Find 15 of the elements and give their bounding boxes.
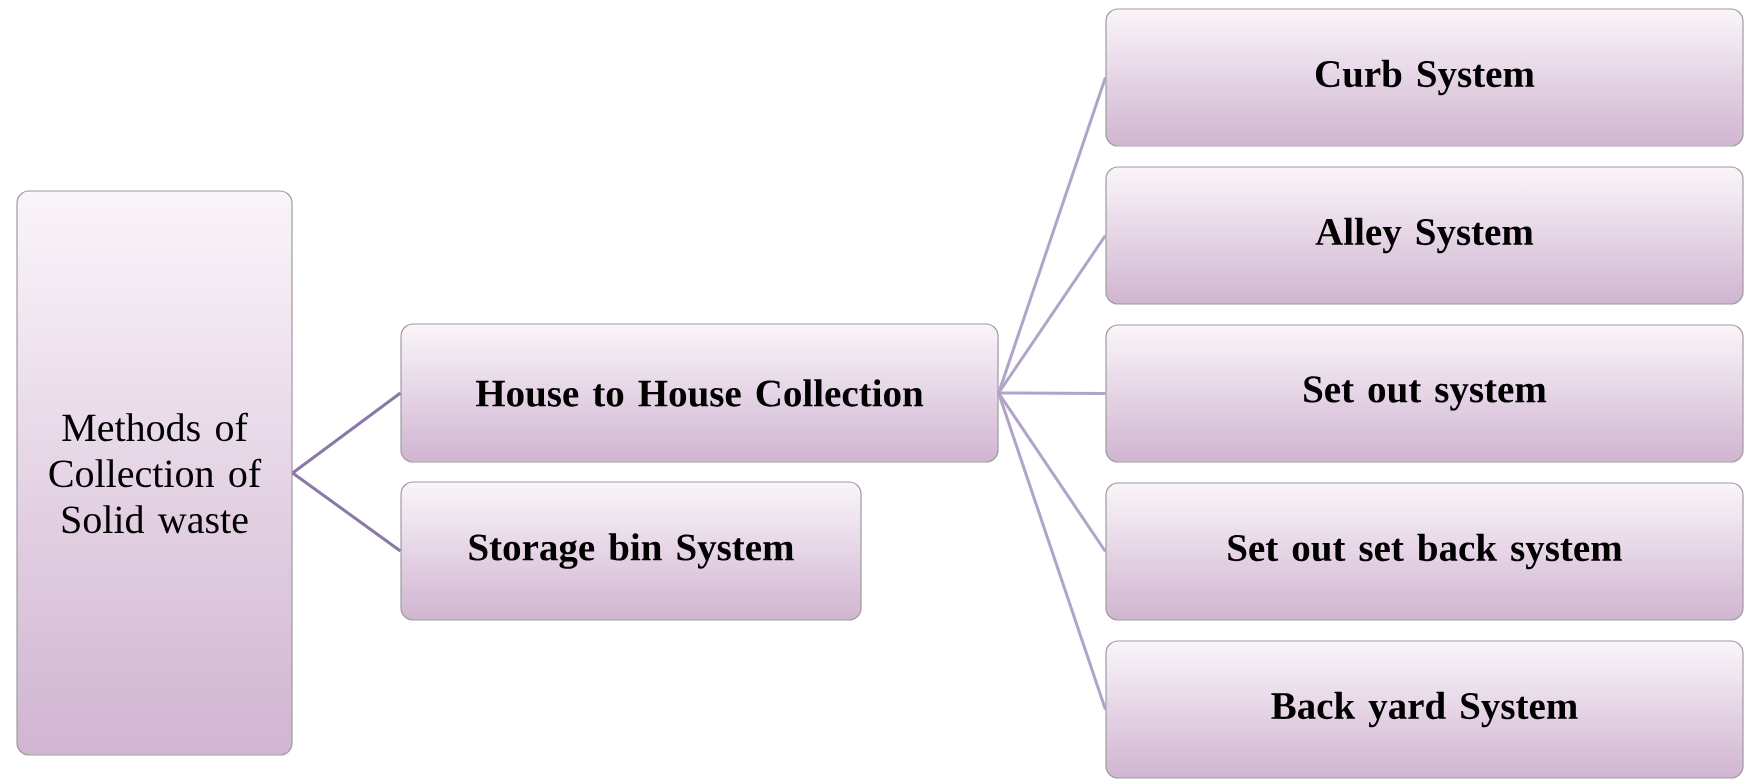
method-box: Curb System (1105, 8, 1744, 147)
connector-line (291, 391, 402, 475)
connector-line (997, 392, 1107, 710)
category-box: Methods of Collection of Solid waste (16, 190, 293, 756)
connector-line (997, 392, 1107, 553)
method-box: Alley System (1105, 166, 1744, 305)
method-box: Set out set back system (1105, 482, 1744, 621)
connector-line (997, 77, 1107, 394)
method-box: Set out system (1105, 324, 1744, 463)
connector-line (291, 471, 402, 553)
method-box: Storage bin System (400, 481, 862, 621)
connector-line (997, 234, 1107, 394)
method-box: House to House Collection (400, 323, 999, 463)
method-box: Back yard System (1105, 640, 1744, 779)
connector-line (998, 391, 1106, 395)
